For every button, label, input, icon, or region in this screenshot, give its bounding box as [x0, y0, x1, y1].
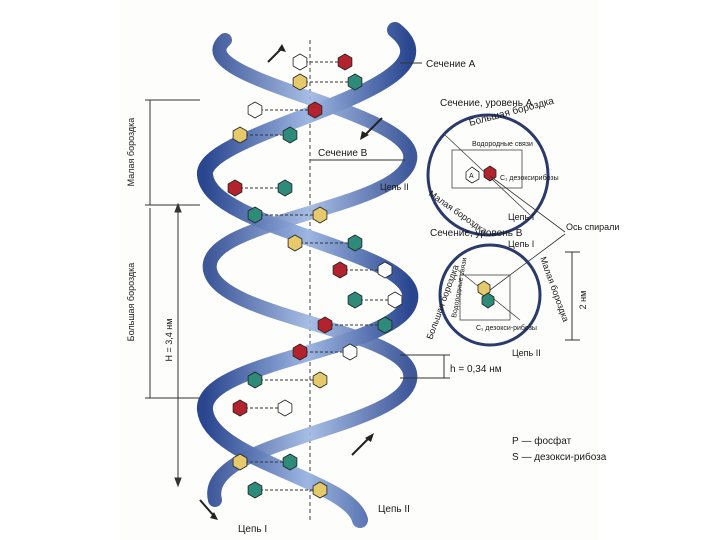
major-groove-bracket [145, 208, 200, 399]
cross-section-a-base-a [465, 166, 480, 184]
helix-axis-label: Ось спирали [566, 222, 619, 232]
section-b-level-title: Сечение, уровень В [430, 228, 523, 239]
nucleotide-base-hexagon [307, 101, 323, 119]
chain-i-label-bottom: Цепь I [238, 524, 267, 535]
nucleotide-base-hexagon [387, 291, 403, 309]
nucleotide-base-hexagon [287, 234, 303, 252]
nucleotide-base-hexagon [232, 399, 248, 417]
nucleotide-base-hexagon [377, 316, 393, 334]
nucleotide-base-hexagon [247, 206, 263, 224]
chain-ii-label-a: Цепь II [380, 182, 409, 192]
chain-i-label-a: Цепь I [508, 212, 534, 222]
section-b-label: Сечение В [318, 148, 368, 159]
chain-ii-label-bottom: Цепь II [378, 504, 410, 515]
nucleotide-base-hexagon [347, 291, 363, 309]
nucleotide-base-hexagon [277, 179, 293, 197]
major-groove-label-left: Большая бороздка [126, 263, 136, 342]
nucleotide-base-hexagon [247, 481, 263, 499]
nucleotide-base-hexagon [282, 126, 298, 144]
rise-dimension [400, 354, 450, 379]
nucleotide-base-hexagon [292, 53, 308, 71]
direction-arrow-bottom-right [351, 433, 374, 456]
rise-label: h = 0,34 нм [450, 364, 502, 375]
cross-section-b-circle [438, 243, 542, 347]
legend-phosphate: Р — фосфат [512, 435, 572, 447]
pitch-bracket [174, 202, 182, 488]
cross-section-a-c1-label: С₁ дезоксирибозы [500, 174, 559, 182]
nucleotide-base-hexagon [292, 73, 308, 91]
base-pair-rungs [227, 53, 403, 499]
backbone-strand-ii [202, 33, 418, 507]
cross-section-a-box [451, 149, 523, 189]
nucleotide-base-hexagon [227, 179, 243, 197]
nucleotide-base-hexagon [317, 316, 333, 334]
diameter-dimension [565, 251, 580, 341]
nucleotide-base-hexagon [232, 126, 248, 144]
nucleotide-base-hexagon [277, 399, 293, 417]
cross-section-b-base-c [477, 280, 491, 297]
cross-section-a-circle [426, 113, 550, 237]
cross-section-a-base-t [483, 165, 497, 182]
nucleotide-base-hexagon [312, 481, 328, 499]
cross-section-b-box [459, 274, 511, 321]
nucleotide-base-hexagon [282, 453, 298, 471]
nucleotide-base-hexagon [332, 261, 348, 279]
cross-section-b-minor-groove: Малая бороздка [538, 255, 571, 323]
legend-sugar: S — дезокси-рибоза [512, 451, 607, 463]
cross-section-a-hbond-label: Водородные связи [472, 141, 533, 148]
direction-arrow-bottom-left [199, 499, 218, 520]
section-a-label: Сечение А [426, 59, 476, 70]
cross-section-b-c1-label: С₁ дезокси-рибозы [476, 324, 537, 332]
nucleotide-base-hexagon [292, 343, 308, 361]
helix-axis-pointer-a [489, 175, 566, 233]
minor-groove-bracket [145, 99, 200, 206]
backbone-strand-i [197, 22, 419, 528]
nucleotide-base-hexagon [347, 234, 363, 252]
nucleotide-base-hexagon [337, 53, 353, 71]
direction-arrow-top [267, 44, 286, 63]
nucleotide-base-hexagon [312, 371, 328, 389]
nucleotide-base-hexagon [342, 343, 358, 361]
nucleotide-base-hexagon [232, 453, 248, 471]
cross-section-a-base-a-letter: A [469, 173, 474, 180]
nucleotide-base-hexagon [247, 101, 263, 119]
minor-groove-label-left: Малая бороздка [126, 118, 136, 187]
diameter-label: 2 нм [578, 291, 588, 310]
pitch-label: Н = 3,4 нм [164, 319, 174, 362]
cross-section-b-base-g [481, 292, 495, 309]
section-a-level-title: Сечение, уровень А [440, 98, 533, 109]
chain-i-label-b: Цепь I [508, 239, 534, 249]
direction-arrow-mid [360, 117, 383, 140]
nucleotide-base-hexagon [247, 371, 263, 389]
nucleotide-base-hexagon [347, 73, 363, 91]
chain-ii-label-b: Цепь II [512, 348, 541, 358]
nucleotide-base-hexagon [312, 206, 328, 224]
nucleotide-base-hexagon [377, 261, 393, 279]
